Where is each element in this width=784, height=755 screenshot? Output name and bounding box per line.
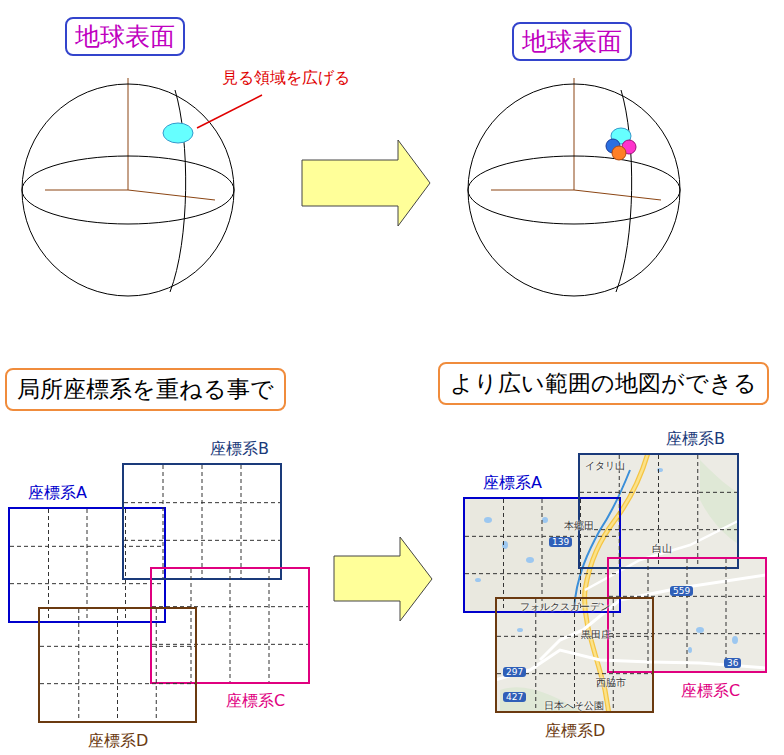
- map-label: イタリ山: [585, 459, 625, 473]
- map-label: 白山: [652, 542, 672, 556]
- title-box: 局所座標系を重ねる事で: [5, 368, 286, 411]
- frame-label: 座標系D: [88, 731, 148, 752]
- map-label: 本郷田: [564, 519, 594, 533]
- title-text: 地球表面: [75, 22, 175, 51]
- title-text: より広い範囲の地図ができる: [450, 370, 757, 396]
- title-text: 局所座標系を重ねる事で: [17, 376, 274, 402]
- title-text: 地球表面: [522, 27, 622, 56]
- grid-lines: [152, 569, 308, 682]
- block-arrow: [334, 537, 432, 621]
- map-label: 西脇市: [596, 676, 626, 690]
- route-number: 297: [503, 667, 526, 677]
- coordinate-frame: 座標系A: [463, 497, 621, 613]
- grid-lines: [40, 609, 195, 721]
- grid-lines: [465, 499, 619, 611]
- map-image: [455, 445, 775, 720]
- coordinate-frame: 座標系C: [150, 567, 310, 684]
- route-number: 36: [724, 658, 741, 668]
- grid-lines: [124, 465, 280, 578]
- callout-text: 見る領域を広げる: [222, 68, 350, 89]
- coordinate-frame: 座標系C: [607, 557, 767, 673]
- grid-lines: [10, 509, 164, 621]
- frame-label: 座標系A: [28, 483, 87, 504]
- leader-line: [197, 95, 262, 128]
- coordinate-frame: 座標系D: [38, 607, 197, 723]
- coordinate-frame: 座標系B: [122, 463, 282, 580]
- title-box: 地球表面: [65, 17, 185, 56]
- map-label: フォルクスガーデン: [520, 600, 610, 614]
- grid-lines: [609, 559, 765, 671]
- title-box: 地球表面: [512, 22, 632, 61]
- frame-label: 座標系B: [210, 439, 269, 460]
- frame-label: 座標系D: [545, 721, 605, 742]
- frame-label: 座標系C: [681, 681, 740, 702]
- map-label: 黒田庄: [581, 628, 611, 642]
- frame-label: 座標系A: [483, 473, 542, 494]
- coordinate-frame: 座標系A: [8, 507, 166, 623]
- frame-label: 座標系C: [226, 691, 285, 712]
- frame-label: 座標系B: [666, 429, 725, 450]
- earth-sphere: [468, 78, 680, 296]
- map-label: 日本へそ公園: [544, 699, 604, 713]
- block-arrow: [302, 140, 430, 226]
- route-number: 139: [549, 537, 572, 547]
- route-number: 559: [670, 586, 693, 596]
- earth-sphere: [22, 78, 234, 296]
- route-number: 427: [503, 692, 526, 702]
- title-box: より広い範囲の地図ができる: [438, 362, 769, 405]
